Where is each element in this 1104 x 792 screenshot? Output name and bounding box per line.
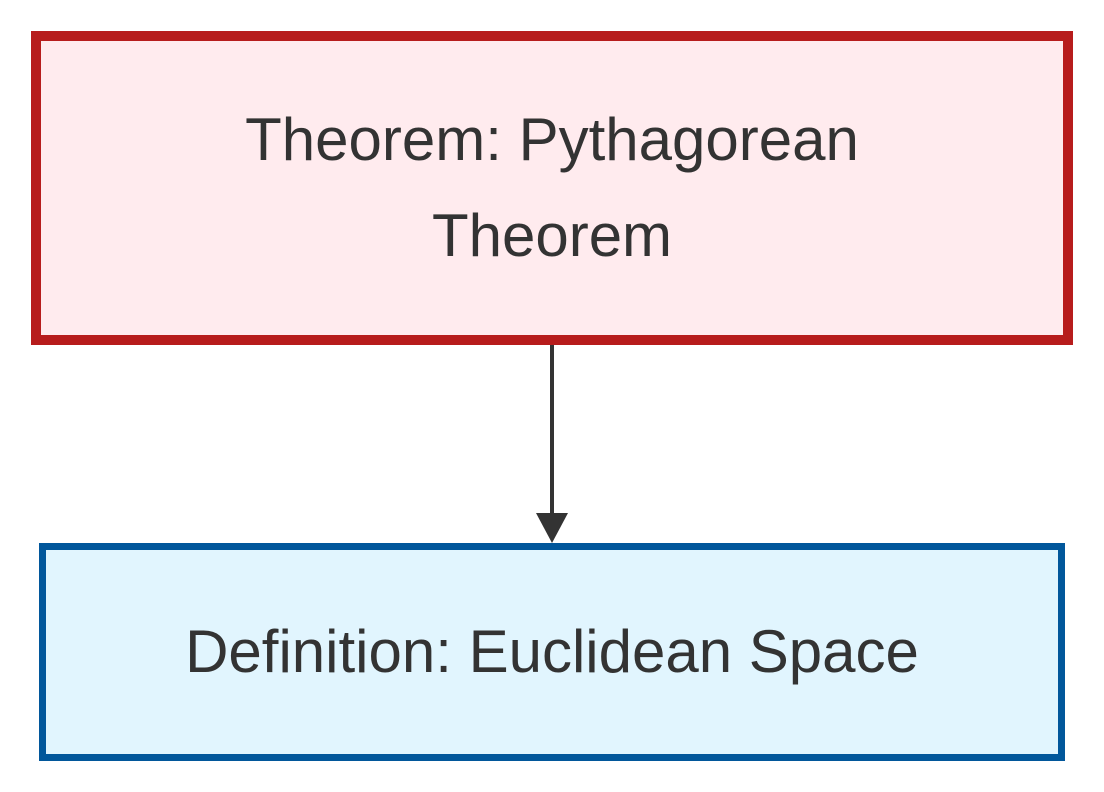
definition-node: Definition: Euclidean Space — [39, 543, 1065, 761]
theorem-node-label: Theorem: Pythagorean Theorem — [245, 106, 859, 269]
definition-node-label: Definition: Euclidean Space — [185, 618, 919, 685]
arrowhead-icon — [536, 513, 568, 543]
theorem-node: Theorem: Pythagorean Theorem — [31, 31, 1073, 345]
